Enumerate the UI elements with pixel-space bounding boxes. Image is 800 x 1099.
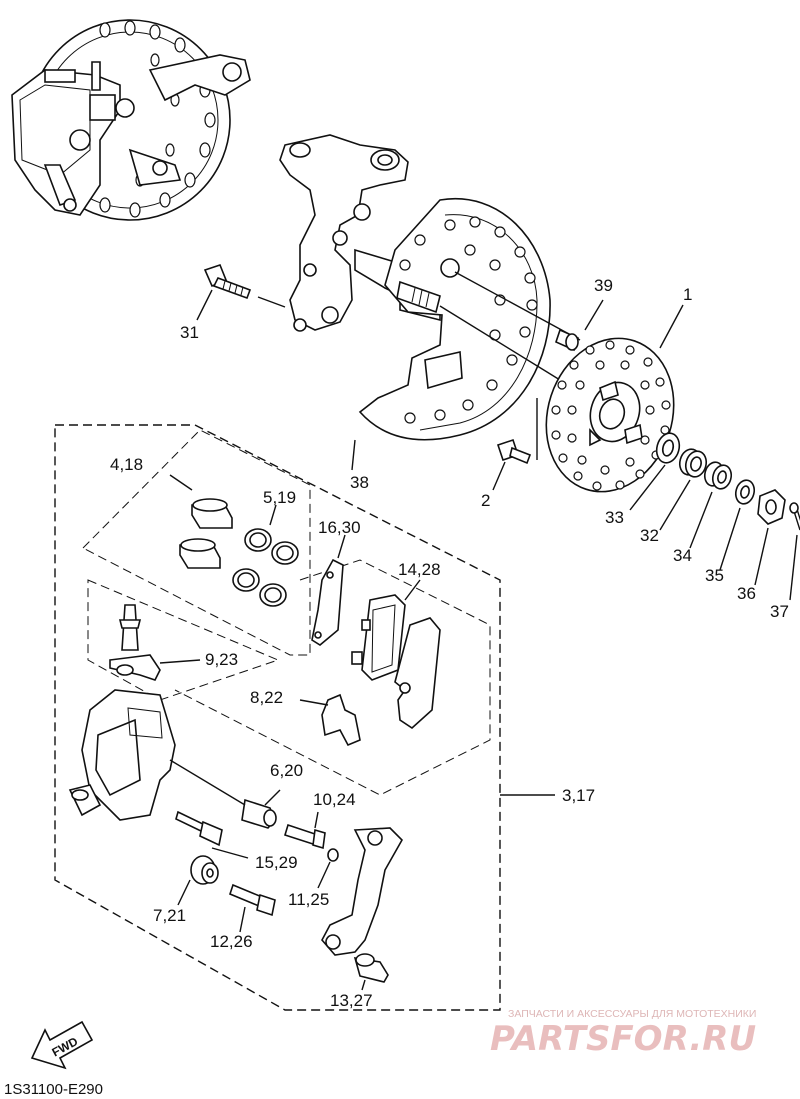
- label-35: 35: [705, 566, 724, 585]
- label-7-21: 7,21: [153, 906, 186, 925]
- label-2: 2: [481, 491, 490, 510]
- label-9-23: 9,23: [205, 650, 238, 669]
- assembled-brake-view: [11, 19, 251, 221]
- bleed-subgroup-box: [87, 579, 280, 701]
- disc-guard-38: [358, 197, 551, 441]
- watermark-tagline: ЗАПЧАСТИ И АКСЕССУАРЫ ДЛЯ МОТОТЕХНИКИ: [508, 1008, 756, 1020]
- washer-35: [734, 479, 756, 505]
- castle-nut-36: [757, 489, 786, 525]
- pad-spring-16-30: [311, 558, 344, 646]
- label-36: 36: [737, 584, 756, 603]
- watermark-brand: PARTSFOR.RU: [490, 1019, 756, 1059]
- caliper-assembly-boundary: [54, 424, 501, 1011]
- bearing-33: [655, 432, 681, 464]
- pin-15-29: [175, 810, 223, 847]
- pin-bolt-10-24: [284, 823, 326, 850]
- bolt-39: [555, 328, 579, 352]
- bolt-31: [203, 264, 252, 300]
- sleeve-13-27: [353, 953, 389, 983]
- diagram-code: 1S31100-E290: [4, 1081, 103, 1098]
- piston-4-18: [179, 498, 233, 569]
- label-12-26: 12,26: [210, 932, 253, 951]
- axle-spindle: [396, 280, 441, 314]
- label-5-19: 5,19: [263, 488, 296, 507]
- bleed-screw-9-23: [109, 604, 161, 681]
- label-37: 37: [770, 602, 789, 621]
- label-16-30: 16,30: [318, 518, 361, 537]
- spacer-34: [703, 461, 733, 490]
- pad-subgroup-box: [174, 559, 491, 796]
- label-1: 1: [683, 285, 692, 304]
- label-15-29: 15,29: [255, 853, 298, 872]
- bolt-12-26: [229, 883, 276, 917]
- cotter-pin-37: [789, 502, 800, 531]
- label-31: 31: [180, 323, 199, 342]
- label-3-17: 3,17: [562, 786, 595, 805]
- label-11-25: 11,25: [288, 890, 329, 909]
- sleeve-6-20: [241, 798, 277, 829]
- label-34: 34: [673, 546, 692, 565]
- watermark-logo: ЗАПЧАСТИ И АКСЕССУАРЫ ДЛЯ МОТОТЕХНИКИ PA…: [490, 1008, 756, 1059]
- label-4-18: 4,18: [110, 455, 143, 474]
- seals-5-19: [232, 528, 299, 607]
- label-6-20: 6,20: [270, 761, 303, 780]
- disc-holes: [551, 340, 671, 491]
- pad-retainer-8-22: [321, 693, 361, 747]
- label-39: 39: [594, 276, 613, 295]
- brake-disc-1: [545, 337, 675, 493]
- label-32: 32: [640, 526, 659, 545]
- brake-pads-14-28: [351, 594, 441, 730]
- boot-7-21: [190, 855, 219, 885]
- label-13-27: 13,27: [330, 991, 373, 1010]
- caliper-bracket: [321, 827, 403, 956]
- washer-11-25: [327, 848, 339, 862]
- label-14-28: 14,28: [398, 560, 441, 579]
- bearing-32: [678, 448, 708, 478]
- label-33: 33: [605, 508, 624, 527]
- caliper-body: [68, 689, 176, 821]
- label-10-24: 10,24: [313, 790, 356, 809]
- label-8-22: 8,22: [250, 688, 283, 707]
- bolt-2: [496, 438, 532, 465]
- fwd-arrow-icon: FWD: [30, 1020, 94, 1070]
- label-38: 38: [350, 473, 369, 492]
